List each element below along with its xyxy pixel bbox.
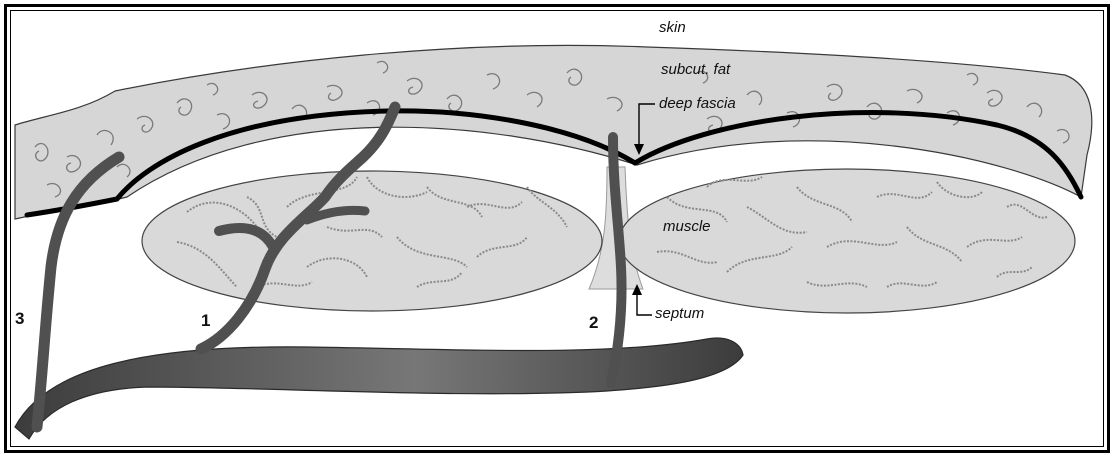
septum-label: septum — [655, 305, 704, 322]
vessel-number-1: 1 — [201, 311, 210, 331]
vessel-number-3: 3 — [15, 309, 24, 329]
figure-frame: skin subcut. fat deep fascia muscle sept… — [4, 4, 1110, 453]
deep-fascia-label: deep fascia — [659, 95, 736, 112]
main-deep-vessel — [15, 338, 743, 439]
subcut-fat-label: subcut. fat — [661, 61, 730, 78]
tissue-diagram — [7, 7, 1107, 450]
muscle-label: muscle — [663, 218, 711, 235]
muscle-left — [142, 171, 602, 311]
skin-label: skin — [659, 19, 686, 36]
vessel-number-2: 2 — [589, 313, 598, 333]
